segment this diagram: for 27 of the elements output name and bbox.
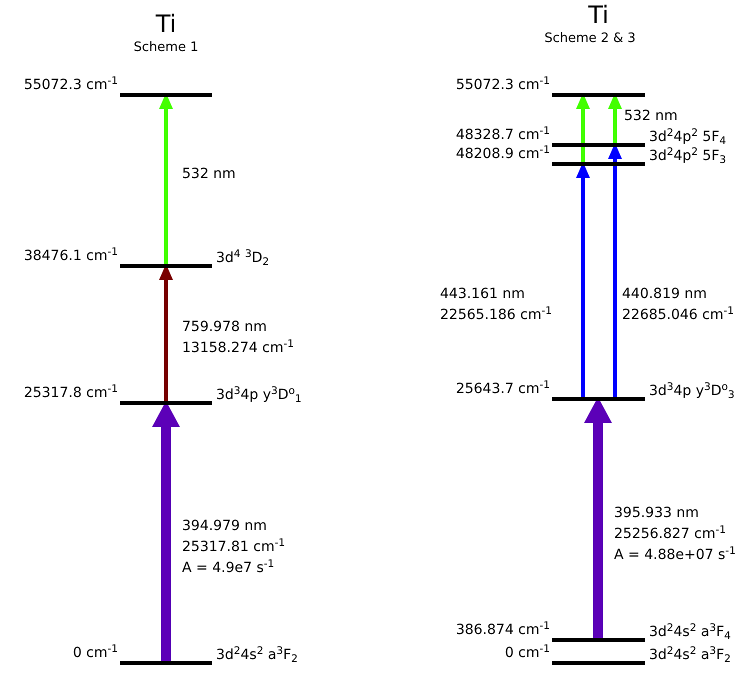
scheme-heading: Scheme 2 & 3 [543, 31, 637, 47]
energy-label: 48328.7 cm$^{-1}$ [456, 127, 550, 144]
scheme-heading: Ti [587, 0, 610, 30]
energy-label: 48208.9 cm$^{-1}$ [456, 146, 550, 163]
term-label: 3d$^{2}$4p$^{2}$ 5F$_{3}$ [649, 148, 726, 165]
energy-label: 38476.1 cm$^{-1}$ [24, 248, 118, 265]
edge-label: 443.161 nm 22565.186 cm$^{-1}$ [440, 285, 553, 325]
energy-label: 386.874 cm$^{-1}$ [456, 622, 550, 639]
energy-label: 25643.7 cm$^{-1}$ [456, 381, 550, 398]
edge-label: 759.978 nm 13158.274 cm$^{-1}$ [182, 318, 295, 358]
energy-label: 0 cm$^{-1}$ [72, 645, 118, 662]
term-label: 3d$^{2}$4s$^{2}$ a$^{3}$F$_{4}$ [649, 624, 731, 641]
term-label: 3d$^{2}$4p$^{2}$ 5F$_{4}$ [649, 129, 726, 146]
scheme-heading: Scheme 1 [132, 39, 200, 57]
term-label: 3d$^{4}$ $^{3}$D$_{2}$ [216, 250, 270, 267]
edge-label: 532 nm [624, 107, 679, 126]
energy-label: 55072.3 cm$^{-1}$ [456, 77, 550, 94]
scheme-heading: Ti [154, 9, 178, 40]
edge-label: 440.819 nm 22685.046 cm$^{-1}$ [622, 285, 735, 325]
edge-label: 395.933 nm 25256.827 cm$^{-1}$ A = 4.88e+07 s$^{-1}$ [614, 504, 737, 565]
term-label: 3d$^{2}$4s$^{2}$ a$^{3}$F$_{2}$ [216, 647, 298, 664]
term-label: 3d$^{2}$4s$^{2}$ a$^{3}$F$_{2}$ [649, 647, 731, 664]
energy-label: 25317.8 cm$^{-1}$ [24, 385, 118, 402]
energy-label: 0 cm$^{-1}$ [504, 645, 550, 662]
edge-label: 532 nm [182, 165, 237, 184]
energy-label: 55072.3 cm$^{-1}$ [24, 77, 118, 94]
edge-label: 394.979 nm 25317.81 cm$^{-1}$ A = 4.9e7 s$^{-1}$ [182, 517, 286, 578]
